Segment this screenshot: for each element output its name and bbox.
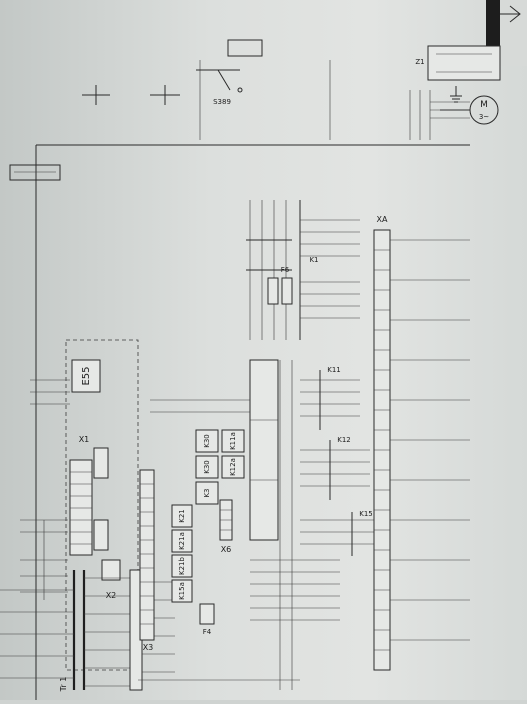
contactor-k15-group <box>300 512 380 556</box>
ground-icon <box>450 86 462 103</box>
switch-s389-label: S389 <box>213 98 231 106</box>
fuse-f6-label: F6 <box>281 266 290 274</box>
relay-k3: K3 <box>203 488 211 497</box>
x2-connector <box>101 559 121 581</box>
x6-connector <box>219 499 233 541</box>
x2-label: X2 <box>106 591 117 600</box>
top-terminals <box>9 85 180 181</box>
transformer-tr1 <box>0 570 140 690</box>
e55-label: E55 <box>81 366 92 385</box>
contactor-k12-label: K12 <box>337 436 351 444</box>
left-wiring <box>20 379 70 600</box>
relay-k21b: K21b <box>178 556 186 574</box>
fuse-f4-label: F4 <box>203 628 212 636</box>
e55-board-outline <box>65 339 139 671</box>
relay-k21a: K21a <box>178 532 186 550</box>
k21-large-block <box>249 359 279 541</box>
secondary-voltages <box>129 569 175 691</box>
filter-z1-label: Z1 <box>415 58 424 66</box>
x3-connector <box>139 469 155 641</box>
relay-column <box>171 429 245 603</box>
motor <box>430 95 499 125</box>
xa-terminal-strip <box>373 229 470 671</box>
arrow-icon <box>500 5 521 23</box>
switch-s389 <box>196 39 263 93</box>
right-wiring <box>409 90 470 140</box>
relay-k30-a: K30 <box>203 434 211 448</box>
contactor-k15-label: K15 <box>359 510 373 518</box>
relay-k11a: K11a <box>229 432 237 450</box>
e55-label-box <box>71 359 101 393</box>
motor-phase: 3~ <box>479 113 489 121</box>
relay-k15a: K15a <box>178 582 186 600</box>
center-wiring <box>138 360 340 690</box>
x6-label: X6 <box>221 545 232 554</box>
contactor-k1-label: K1 <box>309 256 318 264</box>
contactor-k1-group <box>246 200 360 340</box>
relay-k30-b: K30 <box>203 460 211 474</box>
fuse-f4 <box>199 603 215 625</box>
fuse-f6 <box>267 277 293 305</box>
contactor-k11-group <box>300 370 360 430</box>
x1-terminal-block <box>69 447 109 556</box>
filter-z1 <box>427 45 501 81</box>
relay-k12a: K12a <box>229 458 237 476</box>
contactor-k12-group <box>300 440 370 500</box>
xa-label: XA <box>377 215 388 224</box>
x1-label: X1 <box>79 435 90 444</box>
x3-label: X3 <box>143 643 154 652</box>
relay-k21: K21 <box>178 509 186 523</box>
contactor-k11-label: K11 <box>327 366 341 374</box>
motor-label: M <box>480 100 488 110</box>
transformer-label: Tr 1 <box>59 677 68 693</box>
